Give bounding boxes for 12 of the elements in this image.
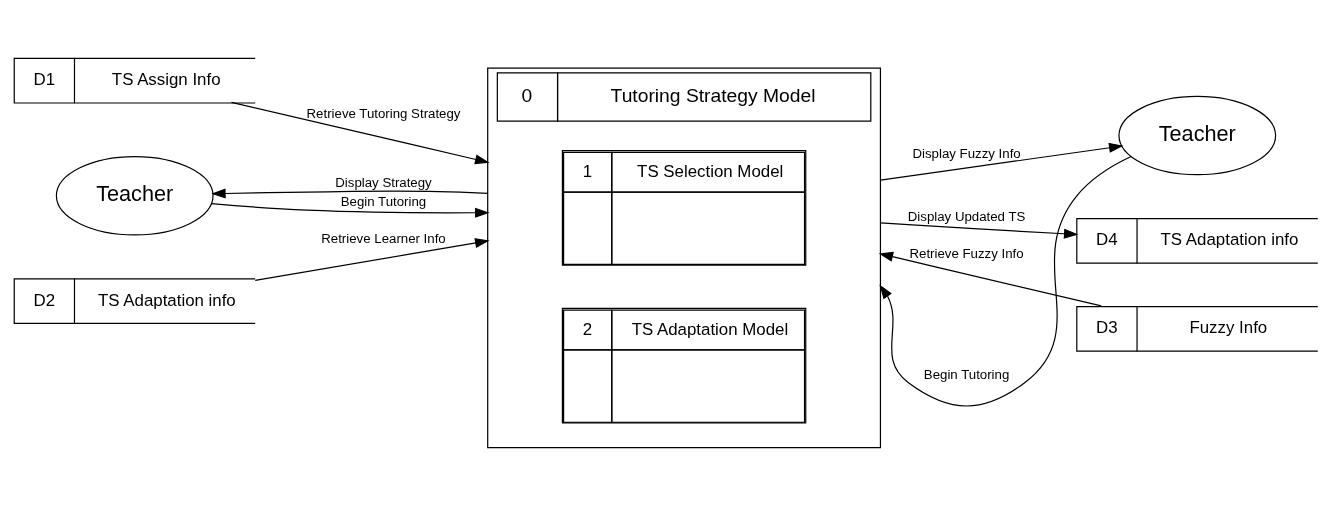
edge-label: Retrieve Tutoring Strategy xyxy=(306,105,461,121)
edge-label: Display Strategy xyxy=(335,174,432,190)
edge-label: Display Updated TS xyxy=(907,208,1026,224)
edge-label: Display Fuzzy Info xyxy=(912,145,1021,161)
node-text: D2 TS Adaptation info xyxy=(33,290,236,310)
edge-label: Begin Tutoring xyxy=(923,366,1010,382)
edge-label: Retrieve Learner Info xyxy=(321,230,446,245)
node-text: D3 Fuzzy Info xyxy=(1096,317,1268,337)
node-text: D1 TS Assign Info xyxy=(33,69,221,89)
node-text: D4 TS Adaptation info xyxy=(1096,229,1299,249)
edge-label: Retrieve Fuzzy Info xyxy=(909,245,1024,261)
edge-label: Begin Tutoring xyxy=(340,193,427,209)
